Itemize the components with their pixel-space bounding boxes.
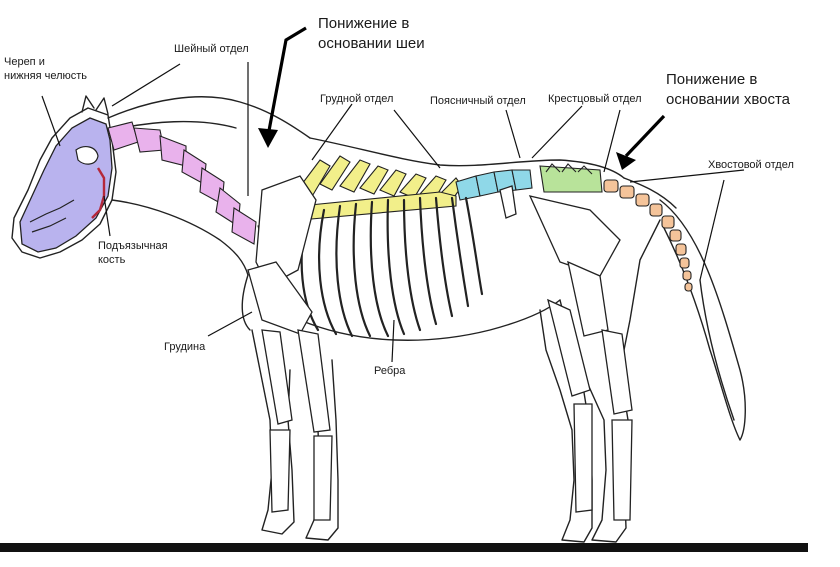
label-sacral: Крестцовый отдел: [548, 93, 642, 105]
sacral-vertebrae: [539, 163, 603, 193]
label-cervical: Шейный отдел: [174, 43, 249, 55]
horse-body-outline: [11, 95, 746, 543]
lumbar-vertebrae: [455, 169, 533, 201]
skull-teeth: [29, 199, 75, 233]
label-tail-dip-line1: Понижение в: [666, 71, 757, 88]
caudal-vertebrae: [603, 179, 693, 292]
limb-bones: [247, 175, 633, 521]
label-neck-dip-line1: Понижение в: [318, 15, 409, 32]
tail-dip-arrow: [616, 114, 666, 170]
leader-lines: [41, 62, 745, 363]
label-caudal: Хвостовой отдел: [708, 159, 794, 171]
label-skull-line2: нижняя челюсть: [4, 70, 87, 82]
neck-dip-arrow: [258, 26, 307, 148]
label-thoracic: Грудной отдел: [320, 93, 393, 105]
label-sternum: Грудина: [164, 341, 206, 353]
label-tail-dip-line2: основании хвоста: [666, 91, 791, 108]
label-skull-line1: Череп и: [4, 56, 45, 68]
label-hyoid-line2: кость: [98, 254, 126, 266]
label-hyoid-line1: Подъязычная: [98, 240, 168, 252]
skull-eye-orbit: [75, 146, 99, 165]
label-lumbar: Поясничный отдел: [430, 95, 526, 107]
label-neck-dip-line2: основании шеи: [318, 35, 425, 52]
ground-line: [0, 543, 808, 552]
label-ribs: Ребра: [374, 365, 406, 377]
cervical-vertebrae: [107, 121, 257, 245]
